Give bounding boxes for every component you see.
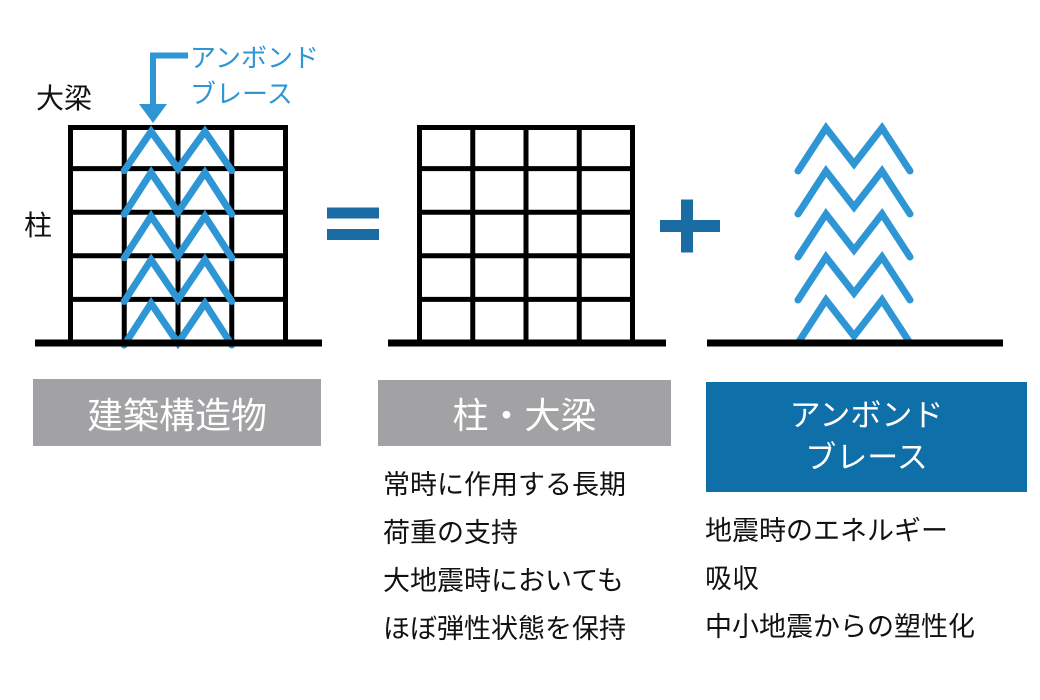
plain-frame-figure — [388, 125, 666, 347]
caption-box-columns-girders: 柱・大梁 — [378, 380, 671, 446]
callout-label-line1: アンボンド — [190, 43, 319, 73]
callout-label-line2: ブレース — [190, 79, 293, 109]
caption-box-unbonded-brace: アンボンド ブレース — [706, 382, 1027, 492]
unbonded-brace-description: 地震時のエネルギー 吸収 中小地震からの塑性化 — [705, 507, 975, 651]
caption-building-label: 建築構造物 — [86, 394, 267, 436]
girder-label: 大梁 — [36, 83, 93, 114]
caption-box-building: 建築構造物 — [33, 379, 321, 446]
braced-frame-figure — [35, 52, 322, 350]
description-line: 常時に作用する長期 — [383, 470, 626, 500]
caption-unbonded-brace-line2: ブレース — [805, 440, 928, 475]
column-label: 柱 — [24, 210, 53, 241]
callout-label: アンボンド ブレース — [190, 40, 319, 112]
plus-icon — [660, 199, 720, 253]
caption-unbonded-brace-line1: アンボンド — [789, 398, 944, 433]
description-line: 吸収 — [705, 564, 759, 594]
columns-girders-description: 常時に作用する長期 荷重の支持 大地震時においても ほぼ弾性状態を保持 — [383, 461, 626, 653]
building-grid — [68, 125, 288, 346]
equals-icon — [327, 207, 379, 240]
brace-stack-figure — [707, 121, 1003, 347]
callout-arrow-icon — [139, 52, 188, 123]
description-line: 荷重の支持 — [383, 518, 518, 548]
description-line: 地震時のエネルギー — [705, 516, 948, 546]
caption-columns-girders-label: 柱・大梁 — [452, 395, 597, 436]
description-line: ほぼ弾性状態を保持 — [383, 614, 626, 644]
description-line: 中小地震からの塑性化 — [705, 612, 975, 642]
description-line: 大地震時においても — [383, 566, 624, 596]
